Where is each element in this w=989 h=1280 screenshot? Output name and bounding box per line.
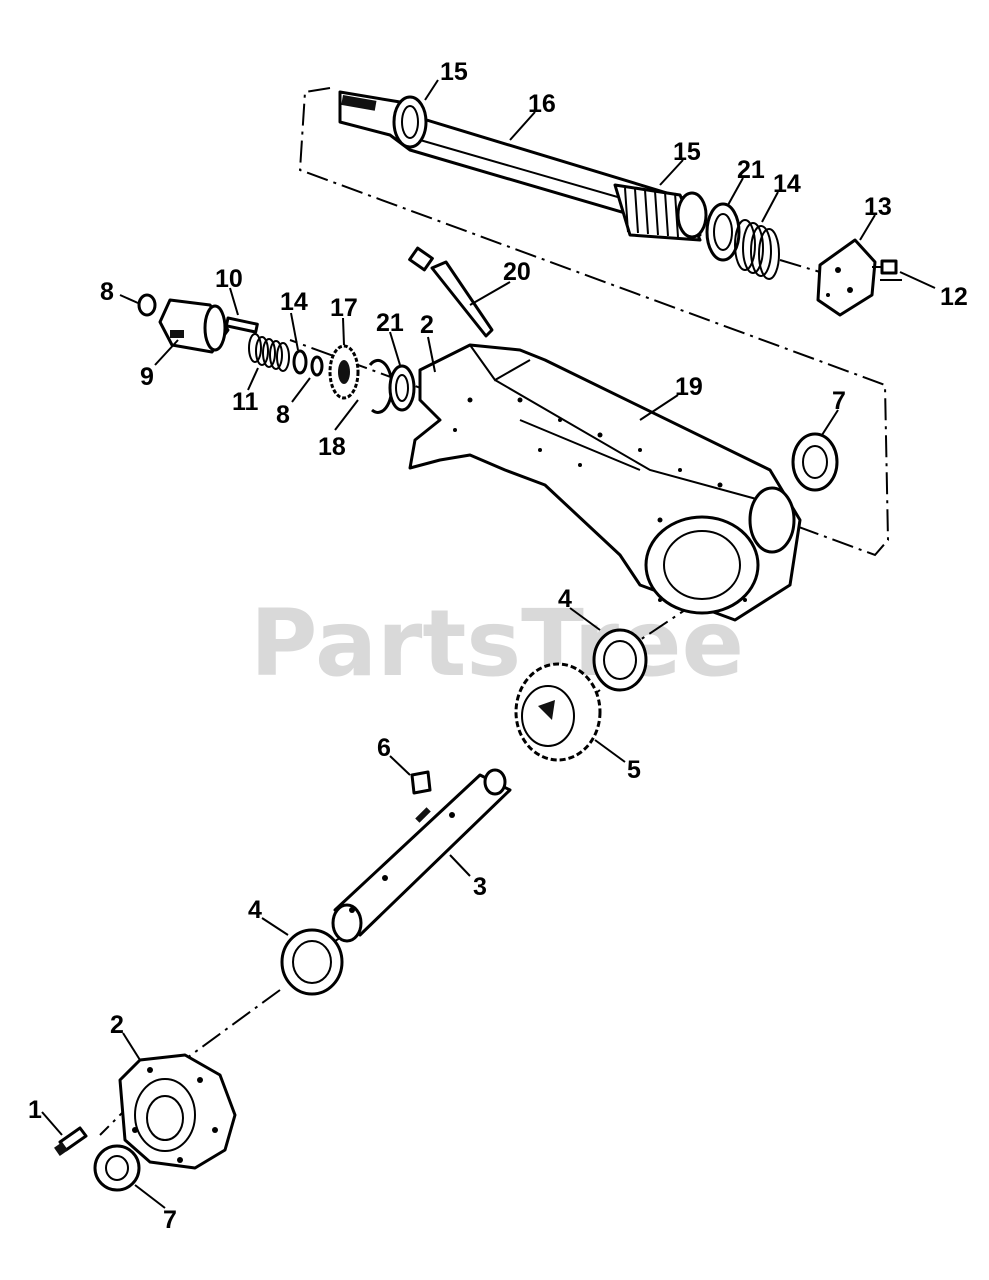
callout-2-top: 2 — [420, 311, 434, 339]
callout-3: 3 — [473, 873, 487, 901]
callout-5: 5 — [627, 756, 641, 784]
callout-7-bottom: 7 — [163, 1206, 177, 1234]
callout-19: 19 — [675, 373, 703, 401]
gear-part-5 — [514, 662, 602, 762]
key-part-6 — [410, 770, 432, 795]
callout-20: 20 — [503, 258, 531, 286]
worm-gear-part-15 — [613, 183, 708, 242]
callout-10: 10 — [215, 265, 243, 293]
callout-21-mid: 21 — [376, 309, 404, 337]
callout-8-mid: 8 — [276, 401, 290, 429]
watermark-text: PartsTree — [250, 590, 744, 697]
ring-part-21-mid — [388, 364, 416, 412]
leader-lines — [41, 79, 936, 1209]
pin-part-10 — [224, 316, 259, 334]
callout-14-mid: 14 — [280, 288, 308, 316]
callout-18: 18 — [318, 433, 346, 461]
seal-part-7-bottom — [93, 1144, 141, 1192]
callout-7-top: 7 — [832, 387, 846, 415]
callout-6: 6 — [377, 734, 391, 762]
callout-4-top: 4 — [558, 585, 572, 613]
rod-part-20 — [408, 246, 494, 338]
callout-21-top: 21 — [737, 156, 765, 184]
callout-13: 13 — [864, 193, 892, 221]
callout-16: 16 — [528, 90, 556, 118]
assembly-boundary-line — [289, 87, 890, 557]
housing-part-19 — [408, 343, 802, 622]
callout-labels: 15 16 15 21 14 13 12 20 10 8 9 14 17 21 … — [28, 58, 968, 1234]
bearing-part-15-top — [392, 95, 428, 149]
callout-1: 1 — [28, 1096, 42, 1124]
bearing-part-4-top — [592, 628, 648, 692]
callout-9: 9 — [140, 363, 154, 391]
callout-11: 11 — [232, 388, 259, 416]
screw-part-1 — [54, 1126, 88, 1156]
callout-15-worm: 15 — [673, 138, 701, 166]
callout-17: 17 — [330, 294, 358, 322]
washer-part-14-mid — [292, 349, 308, 375]
gear-part-17 — [328, 344, 360, 400]
screw-part-12 — [872, 259, 898, 275]
callout-15-top: 15 — [440, 58, 468, 86]
seal-part-7-top — [791, 432, 839, 492]
bearing-part-4-bottom — [280, 928, 344, 996]
worm-centerline — [779, 259, 905, 281]
callout-12: 12 — [940, 283, 968, 311]
ring-part-21-top — [705, 202, 741, 262]
callout-8-top: 8 — [100, 278, 114, 306]
axle-part-3 — [331, 768, 512, 943]
callout-4-bottom: 4 — [248, 896, 262, 924]
spring-part-11 — [248, 333, 290, 372]
end-plate-part-2-bottom — [118, 1053, 237, 1170]
o-ring-part-8-mid — [310, 355, 324, 377]
cap-part-13 — [816, 238, 877, 317]
callout-2-bottom: 2 — [110, 1011, 124, 1039]
o-ring-part-8-top — [137, 293, 157, 317]
collar-part-9 — [158, 298, 230, 354]
spring-part-14-top — [734, 219, 780, 280]
callout-14-top: 14 — [773, 170, 801, 198]
